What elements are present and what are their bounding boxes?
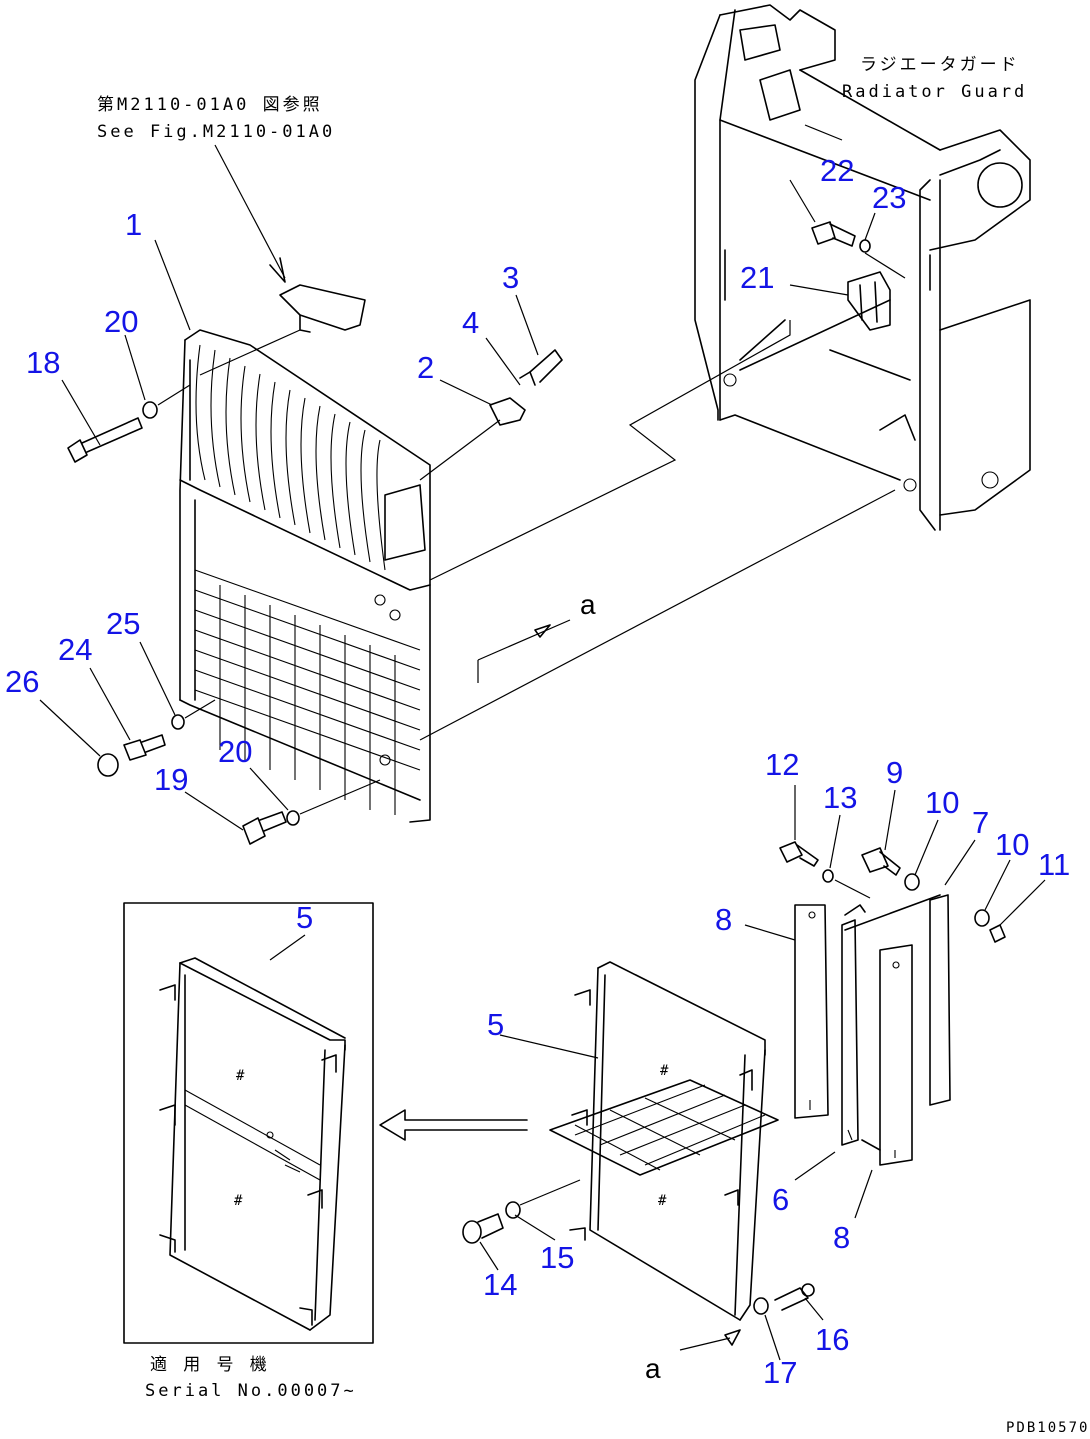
callout-23: 23 — [872, 180, 906, 215]
view-label-upper: a — [580, 589, 596, 620]
callout-1: 1 — [125, 207, 142, 242]
clip-hardware — [419, 349, 563, 481]
svg-text:#: # — [658, 1193, 668, 1209]
callout-5-exploded: 5 — [487, 1007, 504, 1042]
callout-10-left: 10 — [925, 785, 959, 820]
callout-7: 7 — [972, 805, 989, 840]
callout-5-inset: 5 — [296, 900, 313, 935]
callout-21: 21 — [740, 260, 774, 295]
radiator-guard-grille — [179, 329, 431, 823]
callout-25: 25 — [106, 606, 140, 641]
callout-24: 24 — [58, 632, 92, 667]
serial-label-jp: 適 用 号 機 — [150, 1355, 270, 1375]
callout-14: 14 — [483, 1267, 517, 1302]
callout-12: 12 — [765, 747, 799, 782]
callout-22: 22 — [820, 153, 854, 188]
guard-top-bolts — [67, 384, 191, 463]
callout-20-lower: 20 — [218, 734, 252, 769]
callout-18: 18 — [26, 345, 60, 380]
callout-16: 16 — [815, 1322, 849, 1357]
callout-20-upper: 20 — [104, 304, 138, 339]
callout-13: 13 — [823, 780, 857, 815]
drawing-code: PDB10570 — [1006, 1420, 1089, 1436]
callout-19: 19 — [154, 762, 188, 797]
assembly-lines — [419, 320, 896, 741]
inset-arrow — [379, 1109, 528, 1141]
callout-2: 2 — [417, 350, 434, 385]
inset-box: # # — [123, 902, 374, 1344]
serial-label-en: Serial No.00007~ — [145, 1381, 357, 1401]
callout-8-left: 8 — [715, 902, 732, 937]
see-fig-note-en: See Fig.M2110-01A0 — [97, 122, 335, 142]
svg-text:#: # — [236, 1068, 246, 1084]
callout-15: 15 — [540, 1240, 574, 1275]
radiator-guard-frame — [694, 4, 1031, 531]
svg-text:#: # — [660, 1063, 670, 1079]
notes: 第M2110-01A0 図参照 See Fig.M2110-01A0 ラジエータ… — [97, 55, 1089, 1436]
callout-17: 17 — [763, 1355, 797, 1390]
callout-26: 26 — [5, 664, 39, 699]
callout-numbers: 1 2 3 4 5 5 6 7 8 8 9 10 10 11 12 13 14 … — [5, 153, 1070, 1390]
view-label-lower: a — [645, 1353, 661, 1384]
callout-11: 11 — [1038, 847, 1070, 882]
side-plates — [779, 841, 1006, 1166]
radiator-guard-label-en: Radiator Guard — [842, 82, 1027, 102]
callout-10-right: 10 — [995, 827, 1029, 862]
callout-3: 3 — [502, 260, 519, 295]
callout-6: 6 — [772, 1182, 789, 1217]
guard-bottom-bolts — [97, 699, 381, 845]
callout-8-right: 8 — [833, 1220, 850, 1255]
radiator-guard-label-jp: ラジエータガード — [860, 55, 1020, 75]
leader-lines — [39, 124, 1046, 1361]
callout-4: 4 — [462, 305, 479, 340]
view-labels: a a — [580, 589, 661, 1384]
upper-mount-hardware — [811, 221, 906, 331]
shroud-exploded: # # — [462, 961, 815, 1351]
see-fig-note-jp: 第M2110-01A0 図参照 — [97, 95, 323, 115]
svg-text:#: # — [234, 1193, 244, 1209]
callout-9: 9 — [886, 755, 903, 790]
ref-bracket — [199, 144, 366, 376]
